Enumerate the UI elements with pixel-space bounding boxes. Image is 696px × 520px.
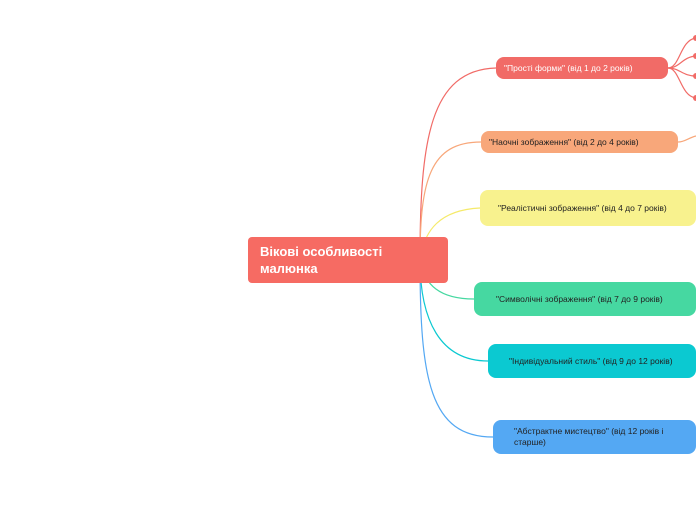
connector-n1 [419, 67, 497, 261]
central-topic[interactable]: Вікові особливості малюнка [248, 237, 448, 283]
topic-label: "Символічні зображення" (від 7 до 9 рокі… [496, 293, 663, 304]
central-topic-label: Вікові особливості малюнка [260, 244, 383, 276]
connector-n2 [419, 141, 482, 261]
sub-node-n1-3 [693, 73, 696, 79]
sub-node-n1-4 [693, 95, 696, 101]
sub-node-n1-2 [693, 53, 696, 59]
topic-simple-forms[interactable]: "Прості форми" (від 1 до 2 років) [496, 57, 668, 79]
topic-label: "Прості форми" (від 1 до 2 років) [504, 62, 633, 73]
topic-individual-style[interactable]: "Індивідуальний стиль" (від 9 до 12 рокі… [488, 344, 696, 378]
topic-abstract-art[interactable]: "Абстрактне мистецтво" (від 12 років і с… [493, 420, 696, 454]
connector-n2-sub-1 [677, 135, 696, 143]
connector-n1-sub-4 [667, 67, 696, 99]
connector-n6 [419, 259, 494, 438]
topic-symbolic-images[interactable]: "Символічні зображення" (від 7 до 9 рокі… [474, 282, 696, 316]
connector-n1-sub-1 [667, 37, 696, 69]
topic-visual-images[interactable]: "Наочні зображення" (від 2 до 4 років) [481, 131, 678, 153]
topic-label: "Абстрактне мистецтво" (від 12 років і с… [514, 426, 664, 447]
topic-label: "Наочні зображення" (від 2 до 4 років) [489, 136, 639, 147]
topic-realistic-images[interactable]: "Реалістичні зображення" (від 4 до 7 рок… [480, 190, 696, 226]
topic-label: "Індивідуальний стиль" (від 9 до 12 рокі… [509, 355, 673, 366]
topic-label: "Реалістичні зображення" (від 4 до 7 рок… [498, 202, 667, 213]
sub-node-n1-1 [693, 35, 696, 41]
